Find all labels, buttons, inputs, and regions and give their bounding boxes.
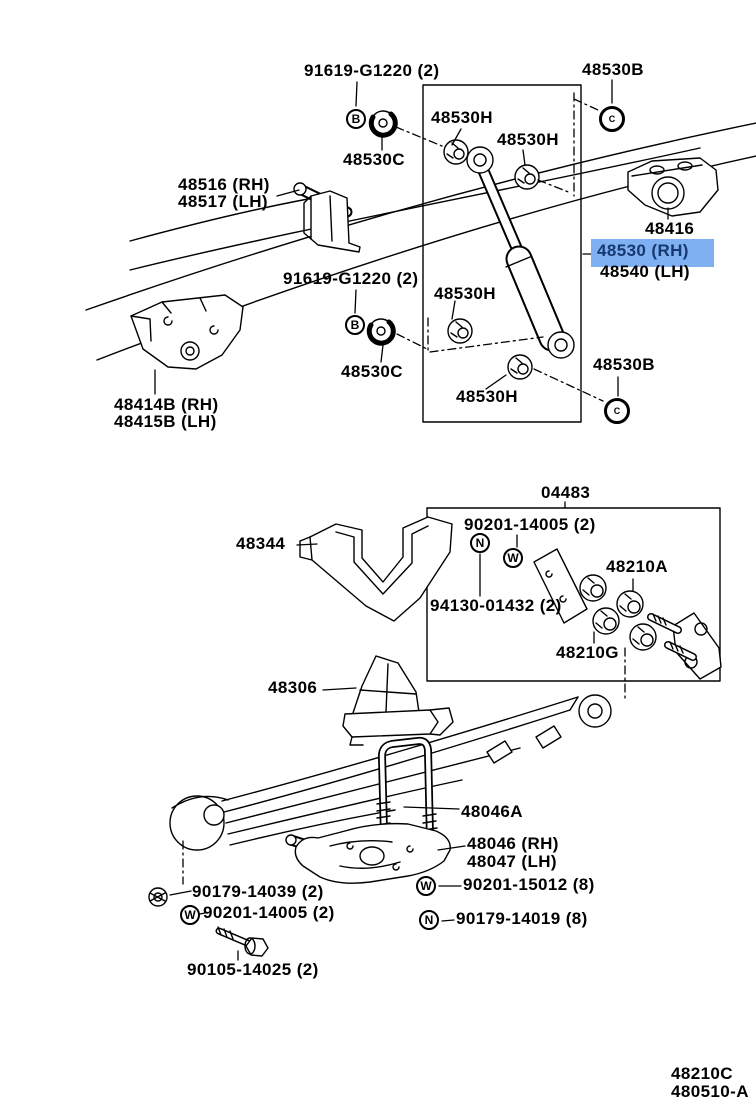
part-label-48540-lh: 48540 (LH) <box>600 262 690 281</box>
part-label-90179-14039: 90179-14039 (2) <box>192 882 324 901</box>
washer-48530b-upper-icon: C <box>599 106 625 132</box>
bushings-48530h <box>443 139 540 380</box>
spring-seat-plate-48046 <box>285 822 451 884</box>
u-bolt-drawing-48046a <box>376 736 438 842</box>
hardware-kit-box-04483 <box>426 507 721 682</box>
washer-symbol-kit-icon: W <box>503 548 523 568</box>
part-label-48306: 48306 <box>268 678 318 697</box>
part-label-90179-14019: 90179-14019 (8) <box>456 909 588 928</box>
part-label-48416: 48416 <box>645 219 695 238</box>
nut-symbol-kit-icon: N <box>470 533 490 553</box>
part-label-48530h-1: 48530H <box>431 108 493 127</box>
grommets-48530c <box>366 110 398 346</box>
part-label-48530h-4: 48530H <box>456 387 518 406</box>
part-label-48047-lh: 48047 (LH) <box>467 852 557 871</box>
part-label-90201-15012: 90201-15012 (8) <box>463 875 595 894</box>
shock-assembly-box-outline <box>422 84 582 423</box>
bolt-symbol-b-lower-icon: B <box>345 315 365 335</box>
spring-bumper-48306 <box>342 655 454 746</box>
part-label-48344: 48344 <box>236 534 286 553</box>
frame-bracket-48414b <box>130 294 244 370</box>
washer-symbol-left-icon: W <box>180 905 200 925</box>
part-label-48415b-lh: 48415B (LH) <box>114 412 217 431</box>
part-label-48046a: 48046A <box>461 802 523 821</box>
leader-lines <box>154 79 669 961</box>
part-label-48210a: 48210A <box>606 557 668 576</box>
bolt-pictograph <box>215 926 269 957</box>
dashed-assembly-lines <box>182 92 626 885</box>
part-label-04483: 04483 <box>541 483 591 502</box>
figure-code-480510a: 480510-A <box>671 1082 749 1101</box>
part-label-48517-lh: 48517 (LH) <box>178 192 268 211</box>
part-label-48530c-upper: 48530C <box>343 150 405 169</box>
washer-symbol-right-icon: W <box>416 876 436 896</box>
part-label-48530b-upper: 48530B <box>582 60 644 79</box>
part-label-48046-rh: 48046 (RH) <box>467 834 559 853</box>
part-label-48414b-rh: 48414B (RH) <box>114 395 219 414</box>
spacer-bracket-48344 <box>299 516 453 622</box>
nut-symbol-right-icon: N <box>419 910 439 930</box>
washer-48530b-lower-icon: C <box>604 398 630 424</box>
part-label-90105-14025: 90105-14025 (2) <box>187 960 319 979</box>
nut-pictograph <box>148 887 168 907</box>
part-label-48530b-lower: 48530B <box>593 355 655 374</box>
part-label-90201-14005-kit: 90201-14005 (2) <box>464 515 596 534</box>
shock-mount-bracket-48416 <box>627 157 719 217</box>
hardware-kit-contents <box>533 548 722 680</box>
part-label-91619-g1220-lower: 91619-G1220 (2) <box>283 269 419 288</box>
part-label-48530h-2: 48530H <box>497 130 559 149</box>
part-label-48530-rh[interactable]: 48530 (RH) <box>597 241 689 260</box>
highlight-selected-part[interactable]: 48530 (RH) <box>591 239 714 267</box>
bolt-symbol-b-upper-icon: B <box>346 109 366 129</box>
part-label-48530c-lower: 48530C <box>341 362 403 381</box>
shock-absorber-drawing <box>466 146 575 359</box>
part-label-94130-01432: 94130-01432 (2) <box>430 596 562 615</box>
spring-hanger-bracket-48516 <box>293 182 361 253</box>
part-label-90201-14005-lower: 90201-14005 (2) <box>203 903 335 922</box>
leaf-spring-drawing <box>169 694 612 851</box>
part-label-48530h-3: 48530H <box>434 284 496 303</box>
part-label-48516-rh: 48516 (RH) <box>178 175 270 194</box>
part-label-48210g: 48210G <box>556 643 619 662</box>
part-label-91619-g1220-upper: 91619-G1220 (2) <box>304 61 440 80</box>
figure-code-48210c: 48210C <box>671 1064 733 1083</box>
